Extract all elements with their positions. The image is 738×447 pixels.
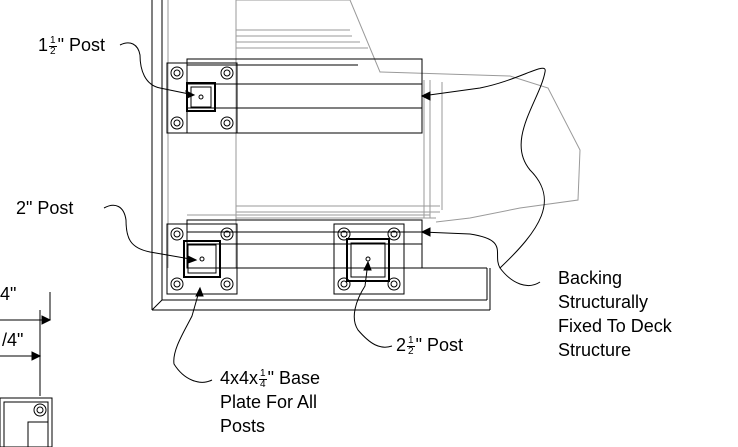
dimension-text-mid: /4" bbox=[2, 330, 24, 350]
post-2-5-whole: 2 bbox=[396, 335, 407, 355]
backing-line2: Structurally bbox=[558, 292, 649, 312]
backing-line1: Backing bbox=[558, 268, 623, 288]
deck-surface-outline bbox=[167, 0, 581, 268]
label-backing: Backing Structurally Fixed To Deck Struc… bbox=[558, 266, 672, 362]
base-plate-line2: Plate For All bbox=[220, 392, 318, 412]
post-2-5-suffix: " Post bbox=[415, 335, 463, 355]
base-plate-line3: Posts bbox=[220, 416, 266, 436]
base-plate-top bbox=[166, 62, 238, 134]
post-1-5-suffix: " Post bbox=[57, 35, 105, 55]
base-plate-bottom-right bbox=[333, 223, 405, 295]
dimension-arrowheads bbox=[31, 315, 52, 361]
backing-board-bottom bbox=[186, 219, 423, 269]
base-plate-bottom-left bbox=[166, 223, 238, 295]
backing-line4: Structure bbox=[558, 340, 632, 360]
arrowheads bbox=[185, 90, 431, 297]
cropped-detail bbox=[0, 292, 53, 447]
deck-edge bbox=[151, 0, 491, 311]
post-1-5-whole: 1 bbox=[38, 35, 49, 55]
backing-line3: Fixed To Deck bbox=[558, 316, 672, 336]
dimension-text-top: 4" bbox=[0, 284, 17, 304]
label-post-2: 2" Post bbox=[16, 198, 74, 218]
leader-lines bbox=[103, 42, 546, 383]
